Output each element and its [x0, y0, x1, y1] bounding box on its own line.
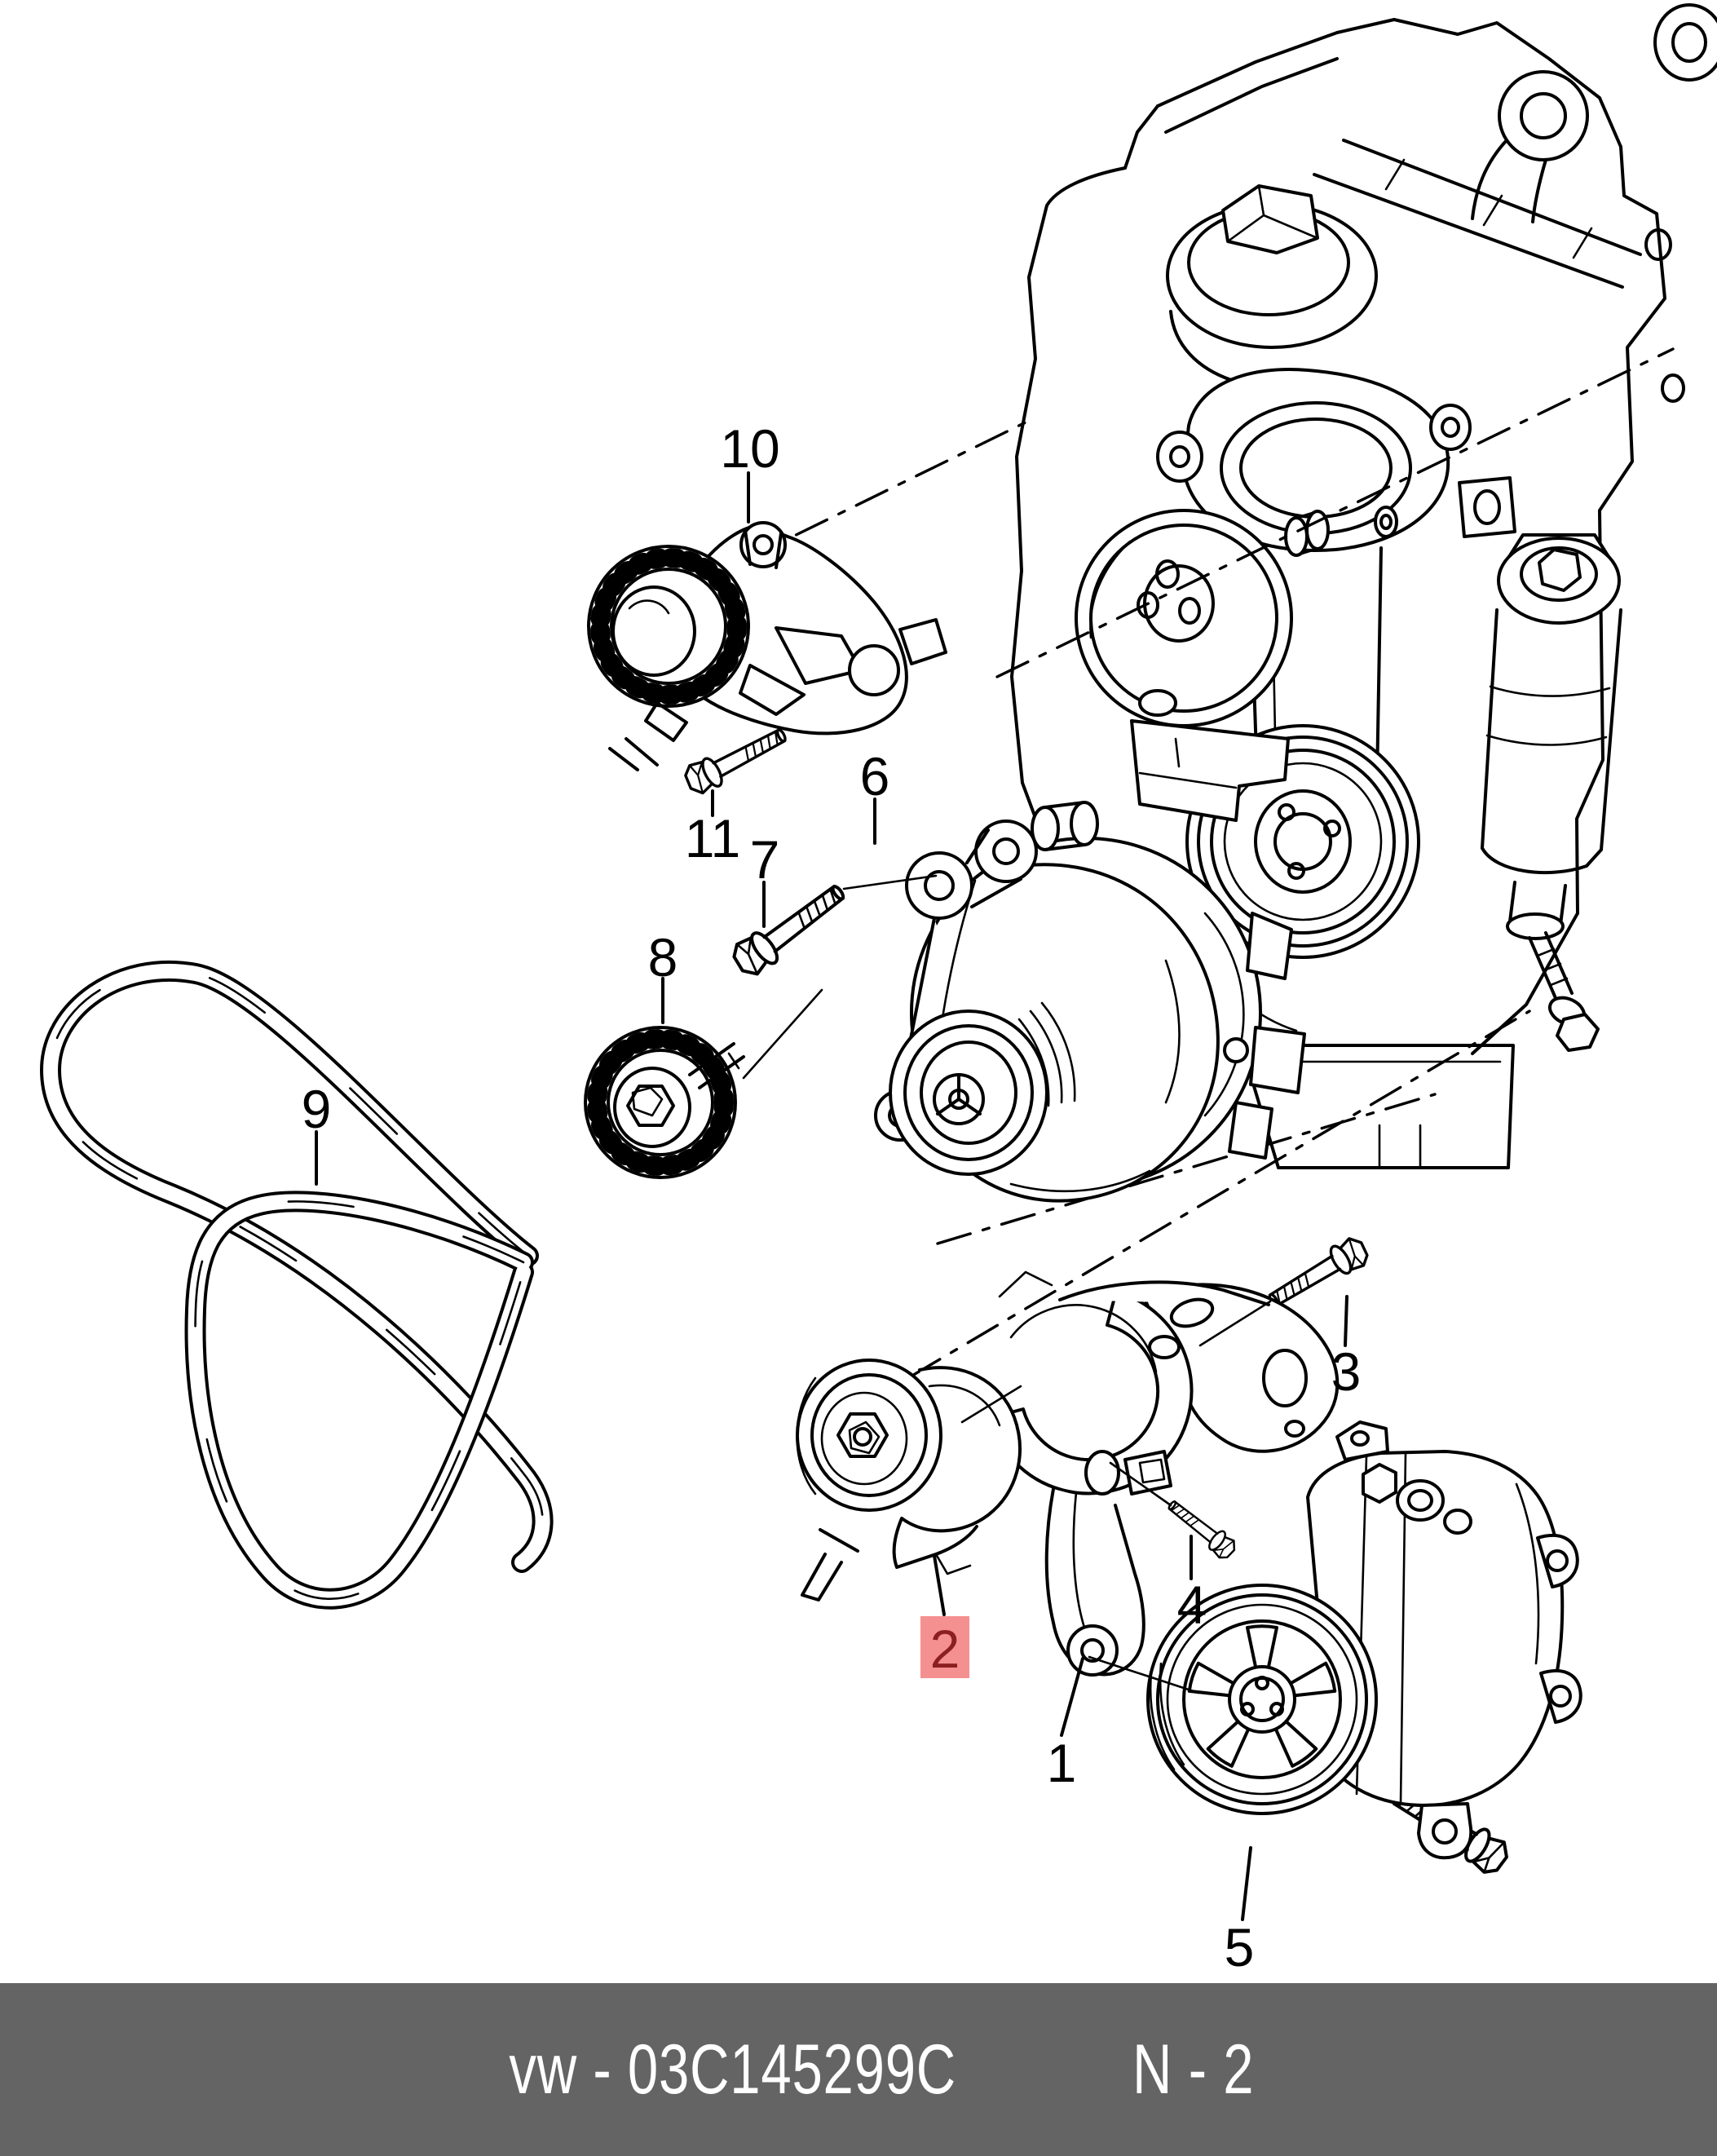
alternator — [874, 801, 1306, 1203]
oil-filter-housing-icon — [1481, 533, 1622, 1052]
ac-compressor — [1146, 1420, 1582, 1860]
belt-tensioner-assembly — [587, 521, 947, 771]
part-label-7[interactable]: 7 — [750, 829, 780, 890]
lifting-eye-icon — [1498, 70, 1589, 161]
serpentine-belt — [40, 960, 554, 1610]
part-label-1[interactable]: 1 — [1047, 1733, 1077, 1793]
part-label-3[interactable]: 3 — [1331, 1341, 1362, 1402]
part-label-8[interactable]: 8 — [648, 927, 678, 987]
part-label-6[interactable]: 6 — [860, 746, 890, 806]
bolt-4-icon — [1162, 1494, 1241, 1563]
part-label-11[interactable]: 11 — [685, 808, 741, 868]
part-number-text: vw - 03C145299C — [508, 2030, 956, 2109]
part-label-10[interactable]: 10 — [720, 418, 779, 479]
part-label-2[interactable]: 2 — [930, 1619, 960, 1679]
idler-pulley — [584, 1026, 745, 1179]
part-label-5[interactable]: 5 — [1225, 1917, 1255, 1977]
bolt-11-icon — [679, 718, 792, 800]
alternator-ear-icon — [905, 851, 973, 920]
part-label-4[interactable]: 4 — [1177, 1575, 1207, 1635]
part-labels-layer: 1 2 3 4 5 6 7 8 9 10 11 — [302, 418, 1362, 1977]
belt-tensioner-2 — [796, 1359, 1022, 1602]
water-pump-pulley-icon — [1075, 509, 1293, 727]
footer-bar: vw - 03C145299C N - 2 — [0, 1983, 1717, 2156]
part-label-9[interactable]: 9 — [302, 1079, 332, 1139]
bolt-7-icon — [726, 873, 854, 983]
page-number-text: N - 2 — [1132, 2030, 1255, 2109]
bolt-axis-lines — [742, 874, 1272, 1694]
engine-block — [1010, 3, 1717, 1169]
highlight-box — [920, 1616, 969, 1678]
leader-lines — [315, 471, 1348, 1921]
